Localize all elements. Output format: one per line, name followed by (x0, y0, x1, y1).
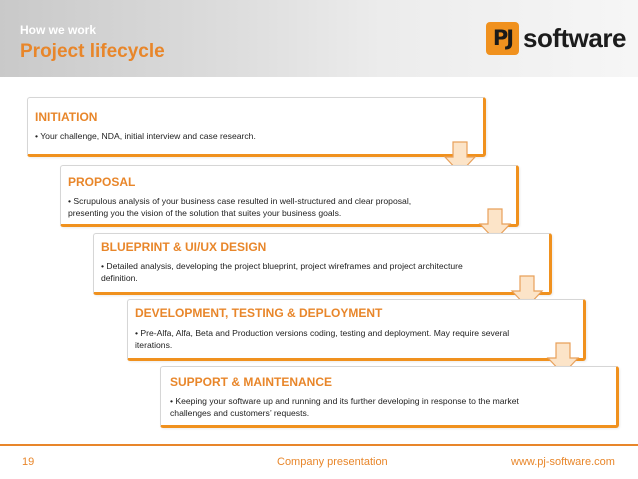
step-support-box (160, 366, 619, 428)
step-proposal-body: • Scrupulous analysis of your business c… (68, 196, 412, 218)
step-blueprint-box (93, 233, 552, 295)
step-blueprint-body: • Detailed analysis, developing the proj… (101, 261, 463, 283)
step-arrow-2 (478, 208, 512, 241)
step-development-box (127, 299, 586, 361)
step-initiation-box (27, 97, 486, 157)
footer-divider (0, 444, 638, 446)
step-proposal-title: PROPOSAL (68, 175, 136, 189)
step-blueprint-title: BLUEPRINT & UI/UX DESIGN (101, 240, 267, 254)
step-initiation-body: • Your challenge, NDA, initial interview… (35, 131, 256, 141)
step-initiation-title: INITIATION (35, 110, 98, 124)
page-title: Project lifecycle (20, 41, 165, 62)
footer-url: www.pj-software.com (511, 456, 615, 468)
page-number: 19 (22, 456, 35, 468)
logo-mark: PJ (486, 21, 519, 55)
logo-text: software (523, 22, 626, 53)
footer-caption: Company presentation (277, 456, 388, 468)
header-band: How we work Project lifecycle PJ softwar… (0, 0, 638, 77)
step-proposal-box (60, 165, 519, 227)
step-support-title: SUPPORT & MAINTENANCE (170, 375, 333, 389)
step-development-body: • Pre-Alfa, Alfa, Beta and Production ve… (135, 328, 510, 350)
step-support-body: • Keeping your software up and running a… (170, 396, 519, 418)
step-development-title: DEVELOPMENT, TESTING & DEPLOYMENT (135, 306, 383, 320)
header-subtitle: How we work (20, 23, 97, 37)
company-logo: PJ software (486, 21, 626, 55)
